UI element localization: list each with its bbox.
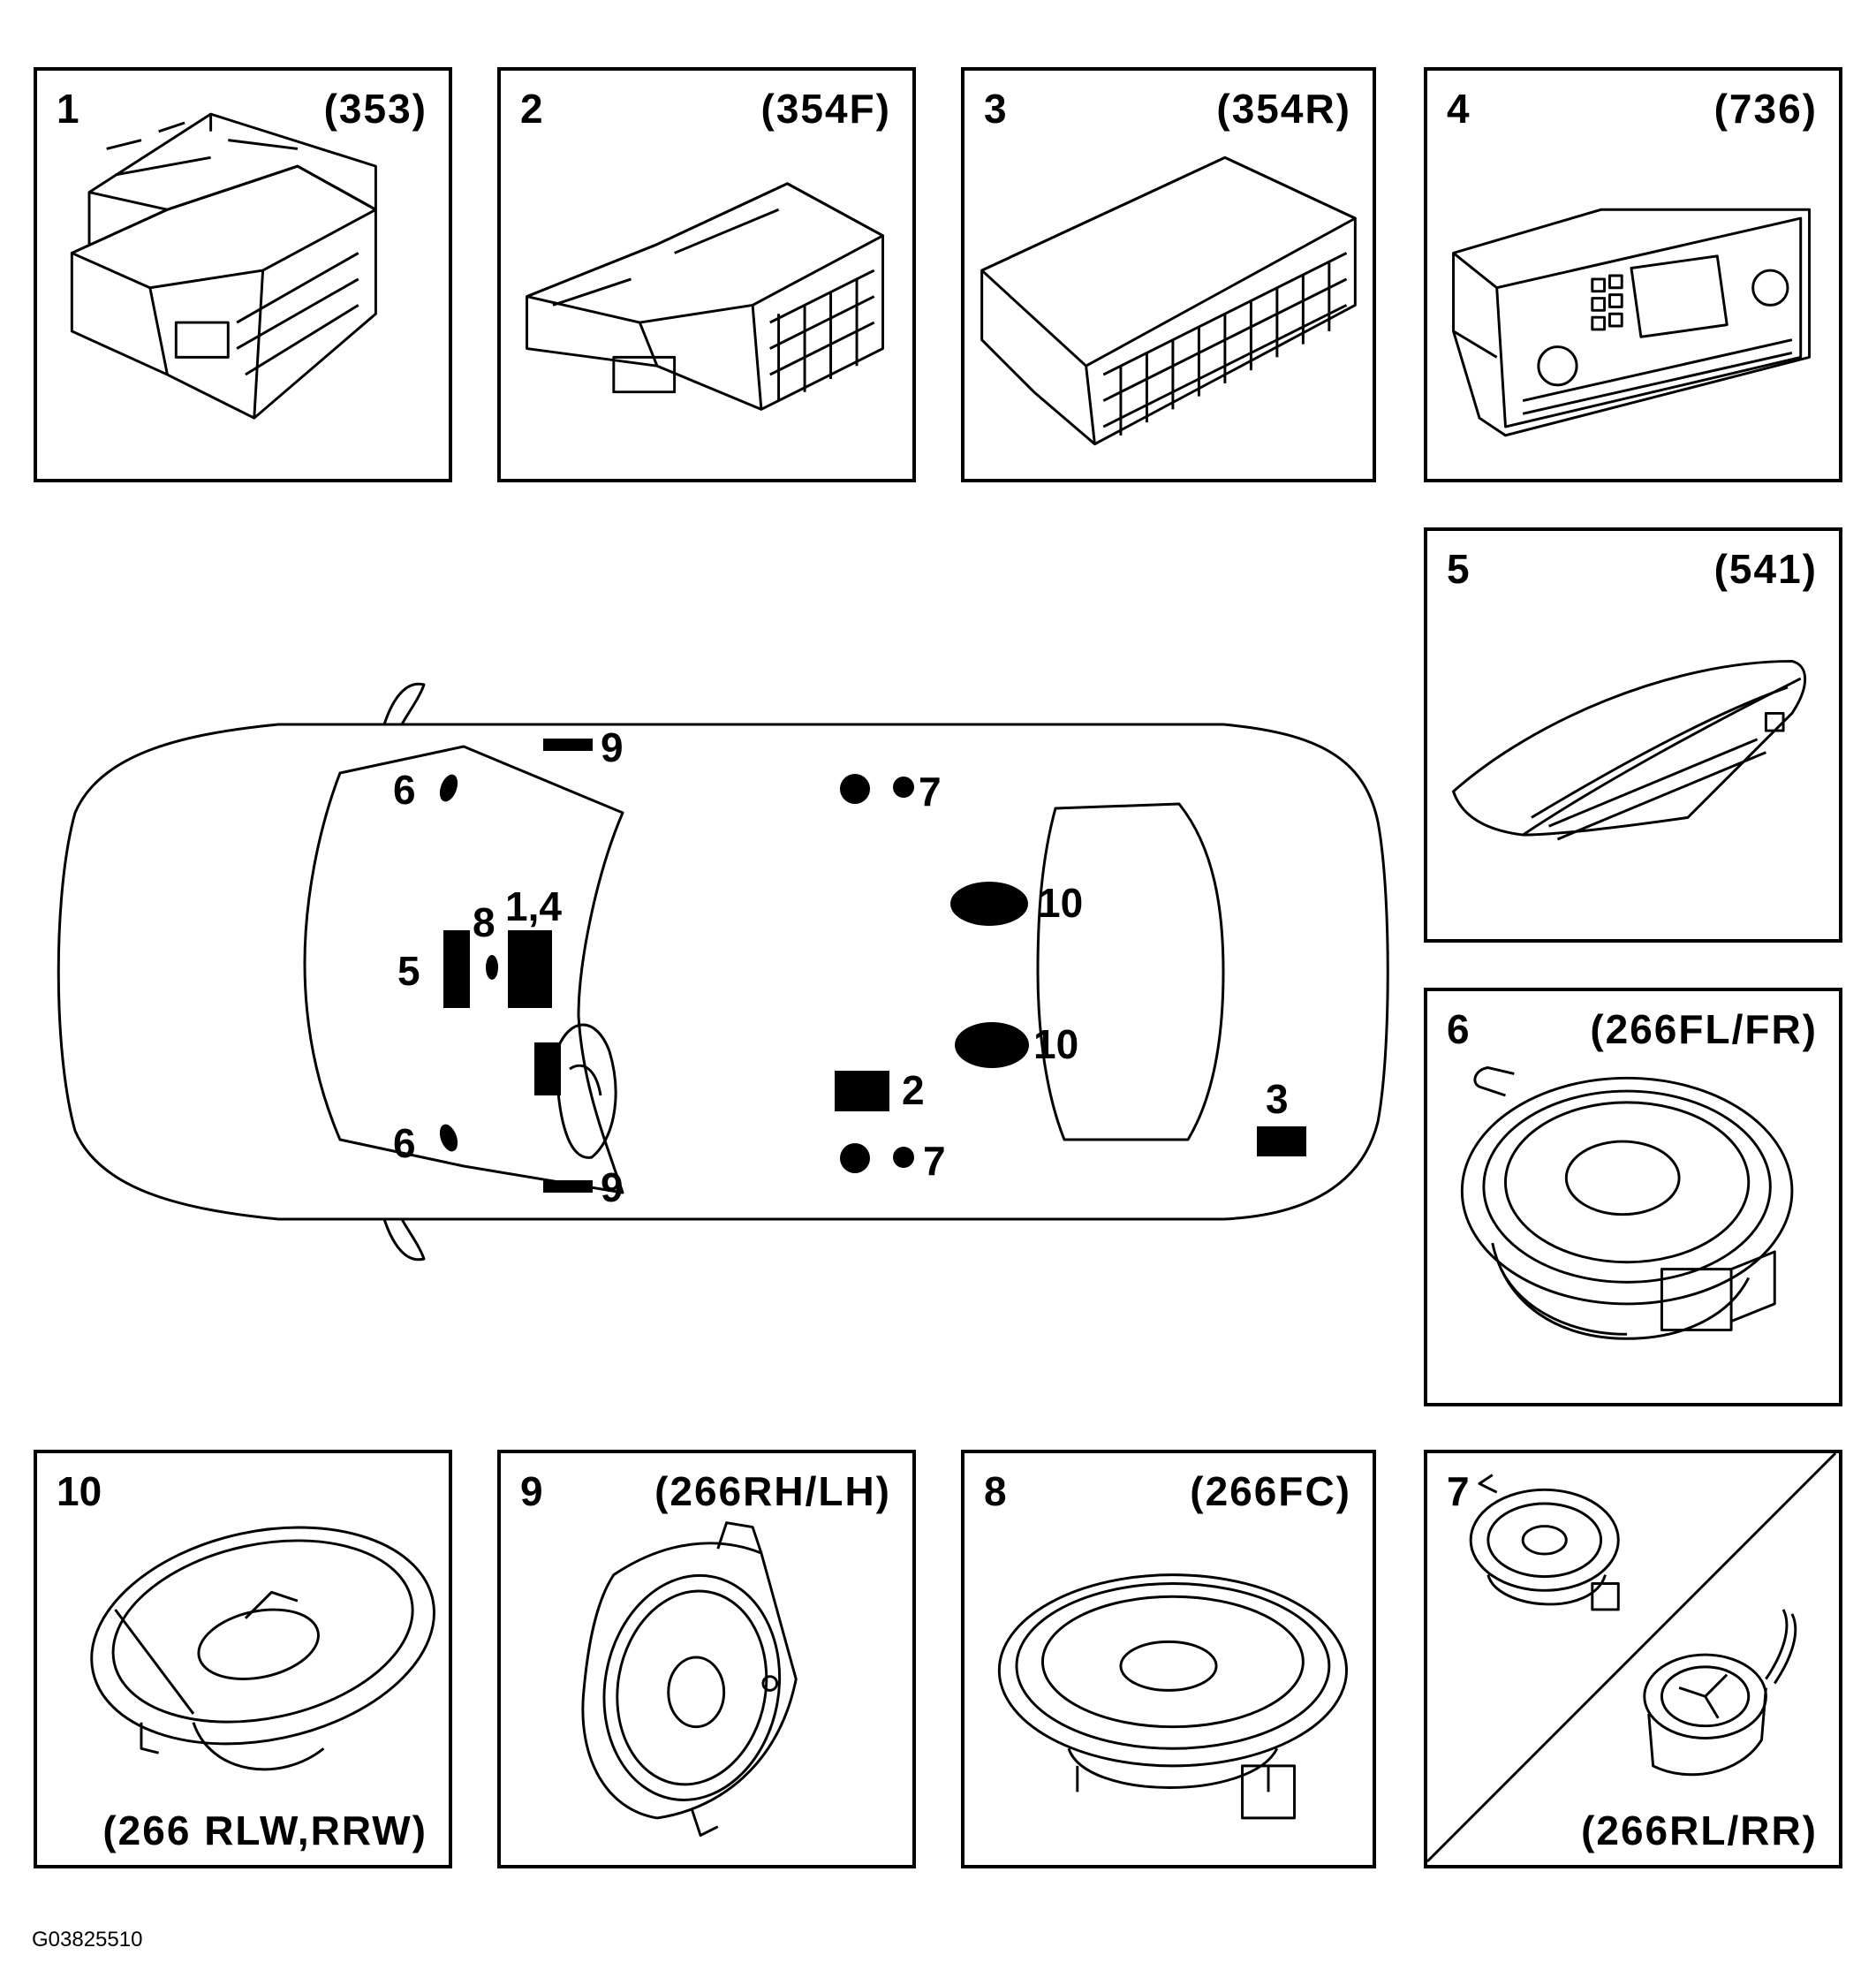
panel-part-code: (736) <box>1713 86 1818 132</box>
callout-2: 2 <box>902 1067 925 1113</box>
callout-3: 3 <box>1266 1076 1289 1122</box>
location-7-right-woofer <box>840 1143 870 1173</box>
vehicle-body-outline <box>57 723 1389 1221</box>
panel-7-rear-shelf-speakers: 7 (266RL/RR) <box>1424 1450 1842 1868</box>
callout-9-bottom: 9 <box>601 1164 624 1210</box>
panel-part-code: (541) <box>1713 546 1818 592</box>
figure-identifier: G03825510 <box>32 1928 143 1951</box>
location-9-right <box>543 1180 593 1193</box>
panel-10-rear-woofer: 10 (266 RLW,RRW) <box>34 1450 452 1868</box>
location-8 <box>486 955 498 980</box>
callout-1-4: 1,4 <box>505 883 562 929</box>
panel-number: 5 <box>1447 546 1470 592</box>
callout-8: 8 <box>473 899 495 945</box>
callout-5: 5 <box>397 948 420 994</box>
panel-number: 4 <box>1447 86 1470 132</box>
location-3 <box>1257 1126 1306 1156</box>
panel-number: 9 <box>520 1468 543 1514</box>
location-6-left <box>439 774 458 802</box>
location-5 <box>443 930 470 1008</box>
panel-part-code: (266 RLW,RRW) <box>102 1807 427 1853</box>
speaker-icon <box>997 1573 1348 1820</box>
panel-part-code: (266FC) <box>1190 1468 1351 1514</box>
panel-3-rear-amplifier: 3 (354R) <box>961 67 1376 482</box>
panel-number: 1 <box>57 86 79 132</box>
panel-1-audio-unit: 1 (353) <box>34 67 452 482</box>
speaker-pair-icon <box>1427 1453 1837 1863</box>
panel-part-code: (354R) <box>1216 86 1351 132</box>
panel-number: 7 <box>1447 1468 1470 1514</box>
panel-number: 10 <box>57 1468 102 1514</box>
right-mirror <box>382 1218 426 1262</box>
callout-9-top: 9 <box>601 724 624 770</box>
panel-part-code: (354F) <box>760 86 891 132</box>
panel-number: 2 <box>520 86 543 132</box>
location-steering-dark <box>534 1042 561 1095</box>
callout-7-top: 7 <box>919 769 942 815</box>
steering-wheel <box>555 1023 617 1159</box>
location-2 <box>835 1071 889 1111</box>
location-1-4 <box>508 930 552 1008</box>
panel-6-front-door-speaker: 6 (266FL/FR) <box>1424 988 1842 1406</box>
panel-8-center-speaker: 8 (266FC) <box>961 1450 1376 1868</box>
control-panel-icon <box>1452 208 1812 437</box>
panel-number: 6 <box>1447 1006 1470 1052</box>
callout-10-bottom: 10 <box>1033 1021 1078 1067</box>
panel-part-code: (266RH/LH) <box>654 1468 891 1514</box>
location-7-left-woofer <box>840 774 870 804</box>
location-10-left <box>950 882 1028 926</box>
location-7-left-tweeter <box>893 777 914 798</box>
left-mirror <box>382 682 426 725</box>
panel-9-rear-door-speaker: 9 (266RH/LH) <box>497 1450 916 1868</box>
panel-part-code: (266FL/FR) <box>1590 1006 1818 1052</box>
panel-part-code: (353) <box>323 86 427 132</box>
panel-number: 8 <box>984 1468 1007 1514</box>
panel-2-front-amplifier: 2 (354F) <box>497 67 916 482</box>
panel-5-display: 5 (541) <box>1424 527 1842 943</box>
amplifier-icon <box>526 182 885 411</box>
callout-10-top: 10 <box>1038 880 1083 926</box>
location-6-right <box>439 1124 458 1152</box>
panel-part-code: (266RL/RR) <box>1581 1807 1818 1853</box>
callout-7-bottom: 7 <box>923 1138 946 1184</box>
callout-6-bottom: 6 <box>393 1120 416 1166</box>
panel-number: 3 <box>984 86 1007 132</box>
panel-4-control-panel: 4 (736) <box>1424 67 1842 482</box>
rear-amplifier-icon <box>980 155 1357 446</box>
speaker-icon <box>1460 1066 1794 1340</box>
location-7-right-tweeter <box>893 1147 914 1168</box>
windshield <box>303 745 624 1194</box>
location-9-left <box>543 739 593 751</box>
rear-window <box>1036 802 1225 1141</box>
location-10-right <box>955 1022 1029 1068</box>
callout-6-top: 6 <box>393 767 416 813</box>
speaker-icon <box>581 1521 798 1838</box>
audio-unit-icon <box>70 112 377 420</box>
oval-speaker-icon <box>90 1526 435 1771</box>
vehicle-location-diagram: 9 6 7 10 8 1,4 5 10 2 3 6 7 9 <box>57 682 1389 1262</box>
display-unit-icon <box>1452 659 1806 841</box>
